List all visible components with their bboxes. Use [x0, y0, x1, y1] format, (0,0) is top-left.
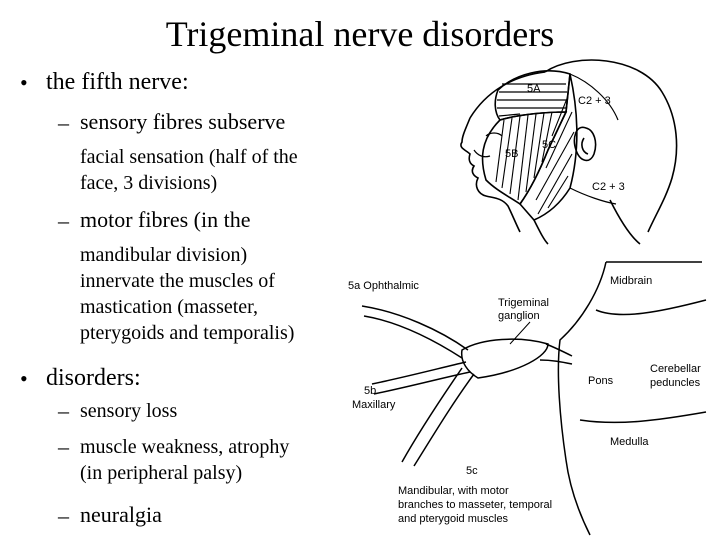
label-ophthalmic: 5a Ophthalmic: [348, 280, 419, 292]
label-ganglion-1: Trigeminal: [498, 297, 549, 309]
brainstem-outline: [557, 261, 607, 536]
sub-sensory-fibres: sensory fibres subserve: [80, 109, 286, 134]
trigeminal-ganglion: [460, 338, 549, 379]
label-c23-bottom: C2 + 3: [592, 181, 625, 193]
label-mandibular-2: branches to masseter, temporal: [398, 499, 552, 511]
region-5b: [481, 111, 568, 206]
label-maxillary: Maxillary: [352, 399, 396, 411]
bullet-dot: •: [20, 70, 28, 95]
label-5c: 5c: [466, 465, 478, 477]
label-ganglion-2: ganglion: [498, 310, 540, 322]
head-dermatome-figure: [460, 59, 678, 245]
maxillary-branch: [371, 361, 471, 395]
label-mandibular-3: and pterygoid muscles: [398, 513, 509, 525]
label-midbrain: Midbrain: [610, 275, 652, 287]
page-title: Trigeminal nerve disorders: [165, 14, 555, 54]
dash: –: [58, 398, 69, 423]
sub-sensory-loss: sensory loss: [80, 400, 178, 422]
sub-sensory-line-3: face, 3 divisions): [80, 172, 218, 194]
label-medulla: Medulla: [610, 436, 649, 448]
dash: –: [58, 110, 69, 135]
midbrain-boundary: [595, 299, 707, 316]
label-mandibular-1: Mandibular, with motor: [398, 485, 509, 497]
sub-sensory-line-2: facial sensation (half of the: [80, 146, 298, 168]
dash: –: [58, 208, 69, 233]
bullet-fifth-nerve: the fifth nerve:: [46, 69, 189, 95]
dash: –: [58, 434, 69, 459]
ophthalmic-branch: [361, 305, 469, 359]
sub-motor-line-5: pterygoids and temporalis): [80, 322, 295, 344]
sub-motor-fibres: motor fibres (in the: [80, 207, 251, 232]
region-5b-hatch: [495, 111, 553, 201]
label-cerebellar-1: Cerebellar: [650, 363, 701, 375]
region-5c: [518, 73, 578, 221]
mandibular-branch: [401, 367, 475, 467]
sub-muscle-weakness: muscle weakness, atrophy: [80, 436, 290, 458]
sub-peripheral-palsy: (in peripheral palsy): [80, 462, 243, 484]
bullet-disorders: disorders:: [46, 365, 141, 391]
sub-motor-line-3: innervate the muscles of: [80, 270, 275, 292]
nerve-labels: 5a Ophthalmic Trigeminal ganglion Midbra…: [348, 275, 701, 525]
bullet-dot: •: [20, 366, 28, 391]
dash: –: [58, 503, 69, 528]
label-pons: Pons: [588, 375, 614, 387]
nerve-figure: [361, 261, 707, 536]
label-c23-top: C2 + 3: [578, 95, 611, 107]
region-5c-hatch: [535, 95, 575, 215]
neck: [533, 199, 641, 245]
ear: [573, 126, 597, 162]
label-cerebellar-2: peduncles: [650, 377, 701, 389]
label-5b: 5B: [505, 148, 518, 160]
sub-motor-line-4: mastication (masseter,: [80, 296, 259, 318]
pons-boundary: [579, 411, 707, 424]
sub-neuralgia: neuralgia: [80, 502, 162, 527]
head-labels: 5A 5B 5C C2 + 3 C2 + 3: [505, 83, 625, 193]
label-5c: 5C: [542, 139, 556, 151]
sub-motor-line-2: mandibular division): [80, 244, 248, 266]
label-5b: 5b: [364, 385, 376, 397]
label-5a: 5A: [527, 83, 541, 95]
region-5a-hatch: [497, 83, 567, 117]
